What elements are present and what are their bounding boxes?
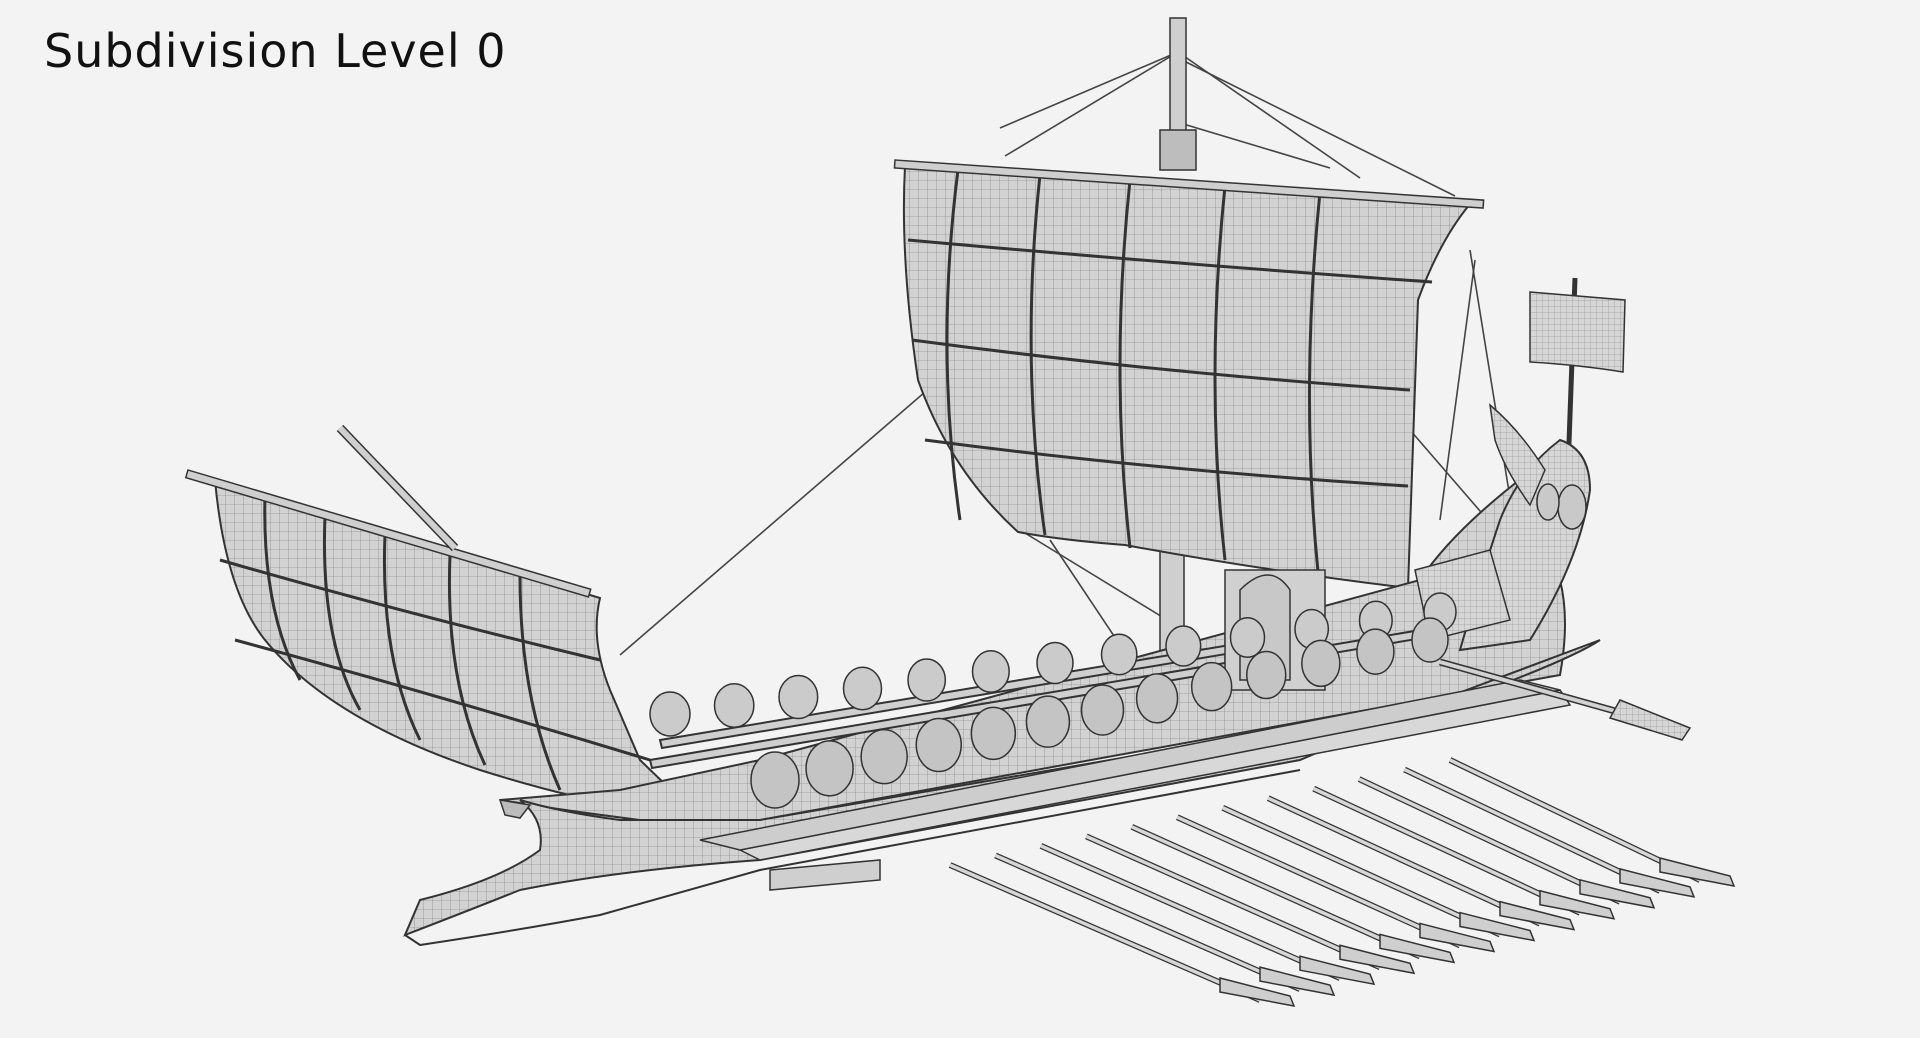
oar: [1266, 795, 1576, 931]
shield: [1165, 625, 1202, 667]
shield: [971, 650, 1010, 693]
oar: [1039, 843, 1376, 986]
oar: [1403, 766, 1696, 898]
main-sail: [893, 159, 1485, 590]
subdivision-level-caption: Subdivision Level 0: [44, 24, 507, 78]
bow-flag: [1529, 277, 1626, 471]
shield: [915, 717, 962, 773]
shield: [1301, 639, 1341, 688]
shield: [750, 751, 800, 809]
shield: [1411, 617, 1449, 663]
oar: [1130, 824, 1456, 964]
shield: [1080, 684, 1125, 736]
oar: [1176, 814, 1496, 953]
shield: [1190, 661, 1233, 712]
oar: [1448, 757, 1736, 887]
oar: [1312, 785, 1616, 920]
shield: [860, 728, 908, 785]
shield: [1356, 628, 1395, 675]
shield: [778, 674, 819, 720]
shield: [970, 706, 1017, 761]
oar: [994, 852, 1336, 997]
oar: [948, 862, 1296, 1007]
steering-oar: [1439, 658, 1692, 741]
oar: [1357, 776, 1656, 909]
oar: [1221, 804, 1536, 942]
stern-ornament: [498, 799, 881, 891]
shield: [842, 666, 883, 711]
shield: [1246, 650, 1287, 700]
oar-bank: [948, 757, 1736, 1007]
bow-shields: [1536, 483, 1587, 530]
shield: [1135, 673, 1179, 724]
shield: [805, 740, 854, 797]
shield: [1025, 695, 1071, 748]
shield: [649, 691, 691, 737]
stern-sail: [184, 424, 703, 820]
shield: [713, 683, 755, 728]
upper-shield-row: [649, 592, 1457, 737]
oar: [1085, 833, 1416, 975]
shield: [907, 658, 947, 702]
shield: [1036, 641, 1074, 685]
shield: [1100, 633, 1138, 676]
lower-shield-row: [750, 617, 1449, 809]
shield: [1229, 617, 1266, 658]
